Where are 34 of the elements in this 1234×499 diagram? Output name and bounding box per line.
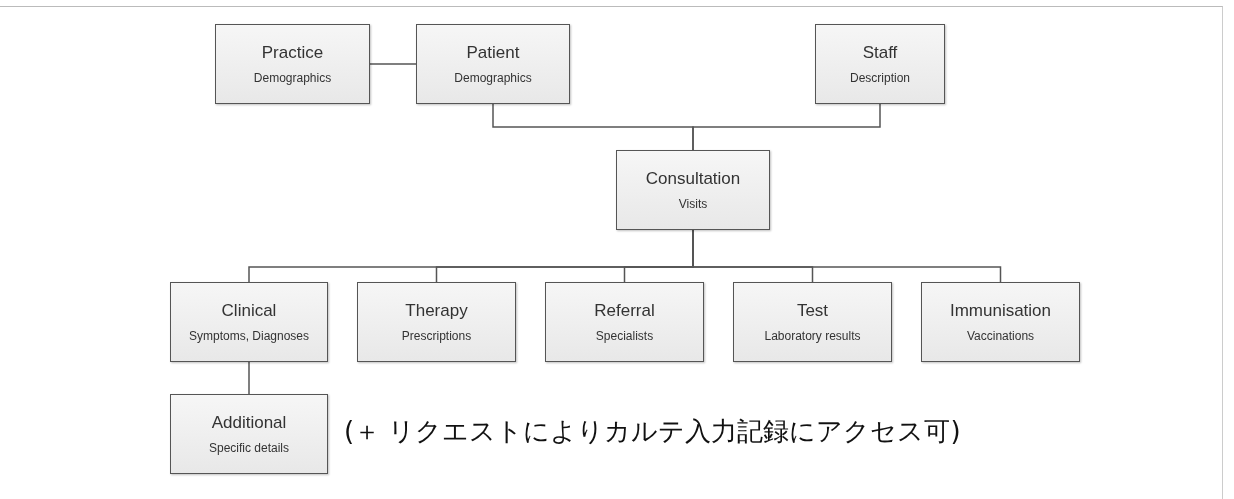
note-text: (＋ リクエストによりカルテ入力記録にアクセス可): [344, 415, 961, 448]
entity-box: [921, 282, 1080, 362]
entity-title: Therapy: [405, 301, 468, 321]
entity-subtitle: Symptoms, Diagnoses: [188, 329, 309, 343]
entity-box: [170, 394, 328, 474]
entity-box: [215, 24, 370, 104]
entity-subtitle: Specialists: [595, 329, 654, 343]
entity-subtitle: Prescriptions: [401, 329, 472, 343]
connector-line: [692, 103, 881, 151]
entity-subtitle: Specific details: [208, 441, 289, 455]
entity-box: [815, 24, 945, 104]
entity-title: Test: [796, 301, 829, 321]
entity-subtitle: Laboratory results: [764, 329, 861, 343]
entity-box: [616, 150, 770, 230]
entity-subtitle: Visits: [678, 197, 708, 211]
entity-title: Patient: [466, 43, 520, 63]
entity-subtitle: Description: [850, 71, 910, 85]
entity-box: [416, 24, 570, 104]
entity-subtitle: Vaccinations: [966, 329, 1035, 343]
connector-line: [369, 63, 417, 65]
entity-title: Practice: [261, 43, 324, 63]
entity-box: [170, 282, 328, 362]
entity-title: Consultation: [645, 169, 741, 189]
entity-subtitle: Demographics: [253, 71, 332, 85]
entity-title: Additional: [211, 413, 287, 433]
entity-title: Referral: [594, 301, 655, 321]
entity-box: [357, 282, 516, 362]
entity-title: Staff: [862, 43, 898, 63]
entity-box: [545, 282, 704, 362]
entity-subtitle: Demographics: [454, 71, 532, 85]
entity-box: [733, 282, 892, 362]
connector-line: [248, 361, 250, 395]
entity-title: Immunisation: [949, 301, 1052, 321]
entity-title: Clinical: [221, 301, 277, 321]
